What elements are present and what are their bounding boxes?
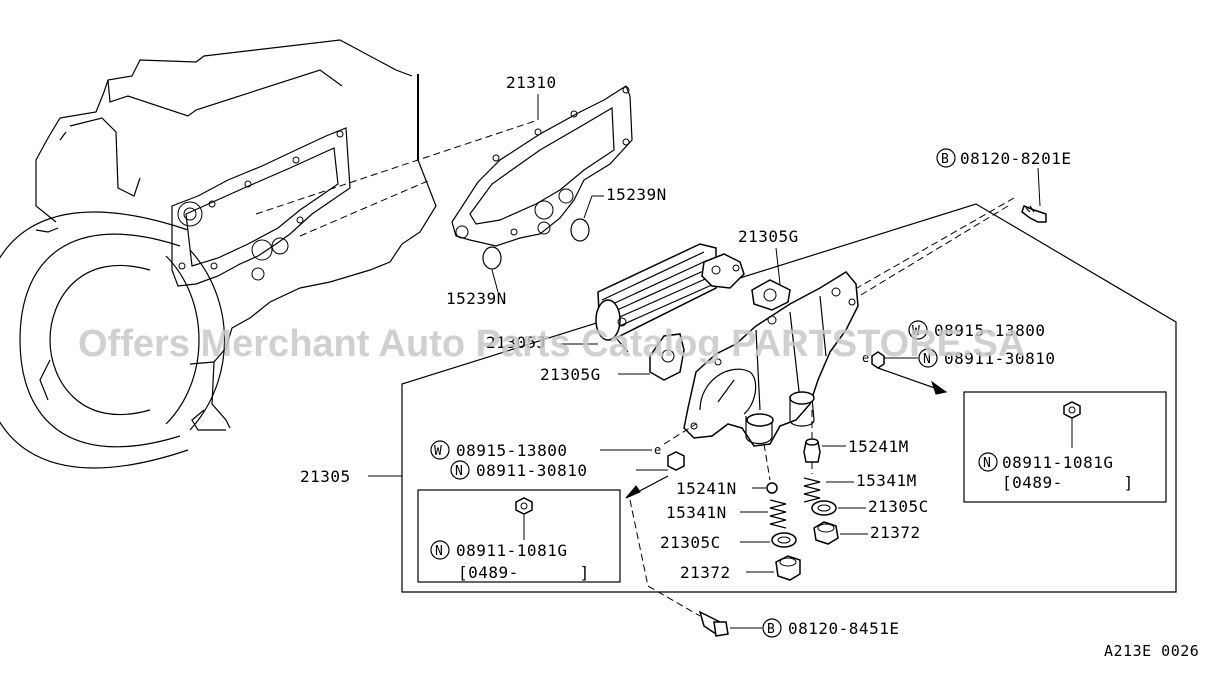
washer-symbol-upper: e <box>862 351 869 365</box>
label-15239n-bottom: 15239N <box>446 289 507 308</box>
badge-n-inset-right-letter: N <box>983 456 991 471</box>
label-15241n: 15241N <box>676 479 737 498</box>
inset-right-box <box>963 391 1167 503</box>
badge-w-lower-letter: W <box>434 444 442 459</box>
label-08120-8201e: 08120-8201E <box>960 149 1071 168</box>
badge-b-top <box>936 148 956 168</box>
label-21305c-right: 21305C <box>868 497 929 516</box>
badge-w-upper <box>908 320 928 340</box>
label-21305g-mid: 21305G <box>540 365 601 384</box>
label-15241m: 15241M <box>848 437 909 456</box>
badge-n-inset-right <box>978 452 998 472</box>
inset-left-code: 08911-1081G <box>456 541 567 560</box>
ball-15241n <box>766 482 778 494</box>
label-15239n-top: 15239N <box>606 185 667 204</box>
engine-block <box>0 39 437 469</box>
plug-21372-right <box>813 521 839 545</box>
oil-cooler-housing <box>683 271 859 447</box>
inset-left-nut <box>515 497 533 515</box>
label-08915-13800-upper: 08915-13800 <box>934 321 1045 340</box>
washer-21305c-left <box>771 532 797 548</box>
arrow-to-left-inset <box>625 485 641 499</box>
arrow-to-right-inset <box>931 380 948 395</box>
inset-right-code: 08911-1081G <box>1002 453 1113 472</box>
label-21310: 21310 <box>506 73 557 92</box>
bolt-08120-8201e <box>1021 205 1047 223</box>
label-08120-8451e: 08120-8451E <box>788 619 899 638</box>
inset-left-box <box>417 489 621 583</box>
gasket-21305g-top <box>701 253 791 311</box>
inset-right-nut <box>1063 401 1081 419</box>
label-08911-30810-upper: 08911-30810 <box>944 349 1055 368</box>
o-ring-15239n-right <box>570 218 590 242</box>
label-21372-left: 21372 <box>680 563 731 582</box>
badge-b-top-letter: B <box>941 152 949 167</box>
watermark: Offers Merchant Auto Parts Catalog PARTS… <box>78 323 1025 365</box>
valve-15241m <box>803 438 821 463</box>
washer-symbol-lower: e <box>654 443 661 457</box>
spring-15341n <box>769 499 787 529</box>
assembly-outline <box>401 203 1177 593</box>
badge-n-lower <box>450 460 470 480</box>
nut-08911-30810-upper <box>871 351 885 369</box>
label-08915-13800-lower: 08915-13800 <box>456 441 567 460</box>
figure-code: A213E 0026 <box>1104 642 1199 660</box>
inset-left-range: [0489- ] <box>458 563 590 582</box>
inset-right-range: [0489- ] <box>1002 473 1134 492</box>
label-21305g-top: 21305G <box>738 227 799 246</box>
label-08911-30810-lower: 08911-30810 <box>476 461 587 480</box>
bolt-08120-8451e <box>698 610 729 637</box>
badge-n-upper-letter: N <box>923 352 931 367</box>
badge-n-lower-letter: N <box>455 464 463 479</box>
label-21305c-left: 21305C <box>660 533 721 552</box>
badge-n-upper <box>918 348 938 368</box>
badge-b-bottom-letter: B <box>767 622 775 637</box>
label-21372-right: 21372 <box>870 523 921 542</box>
spring-15341m <box>803 477 821 503</box>
label-21305j: 21305J <box>486 333 547 352</box>
label-15341n: 15341N <box>666 503 727 522</box>
nut-08911-30810-lower <box>667 451 685 471</box>
label-21305: 21305 <box>300 467 351 486</box>
badge-n-inset-left <box>430 540 450 560</box>
oil-cooler-core <box>595 243 717 353</box>
washer-21305c-right <box>811 500 837 516</box>
plug-21372-left <box>775 555 801 581</box>
o-ring-15239n-left <box>482 246 502 270</box>
gasket-21305g-mid <box>649 333 685 381</box>
badge-b-bottom <box>762 618 782 638</box>
badge-n-inset-left-letter: N <box>435 544 443 559</box>
badge-w-upper-letter: W <box>912 324 920 339</box>
gasket-21310 <box>451 85 633 247</box>
label-15341m: 15341M <box>856 471 917 490</box>
badge-w-lower <box>430 440 450 460</box>
